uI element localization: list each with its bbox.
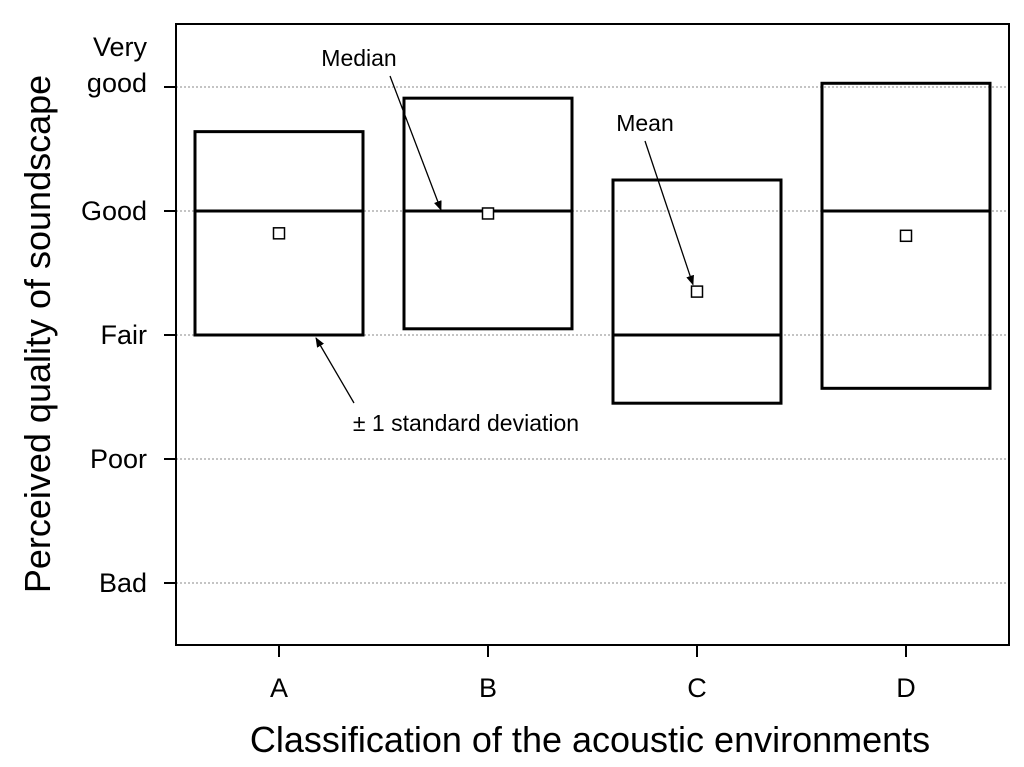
sd-box <box>611 178 783 405</box>
mean-marker <box>481 207 495 220</box>
mean-marker <box>272 227 286 240</box>
x-tick-label: D <box>896 673 916 703</box>
annotation-median-arrow <box>389 75 442 211</box>
y-tick-label: Good <box>81 196 147 226</box>
sd-box <box>193 130 365 337</box>
x-axis-ticks: A B C D <box>270 645 916 703</box>
x-axis-title: Classification of the acoustic environme… <box>250 719 930 760</box>
y-tick-label: Fair <box>101 320 148 350</box>
sd-box <box>402 96 574 331</box>
mean-marker <box>899 229 913 243</box>
boxes <box>193 81 992 405</box>
sd-box <box>820 81 992 390</box>
mean-marker <box>690 285 704 298</box>
y-tick-label: Bad <box>99 568 147 598</box>
annotation-sd-arrow <box>315 337 355 404</box>
x-tick-label: B <box>479 673 497 703</box>
annotation-mean-arrow <box>644 140 694 286</box>
x-tick-label: A <box>270 673 288 703</box>
annotation-sd-label: ± 1 standard deviation <box>353 410 579 436</box>
gridlines <box>176 86 1009 584</box>
annotation-median-label: Median <box>321 45 396 71</box>
annotation-mean-label: Mean <box>616 110 674 136</box>
y-tick-label: Poor <box>90 444 147 474</box>
x-tick-label: C <box>687 673 707 703</box>
y-axis-title: Perceived quality of soundscape <box>17 75 58 593</box>
